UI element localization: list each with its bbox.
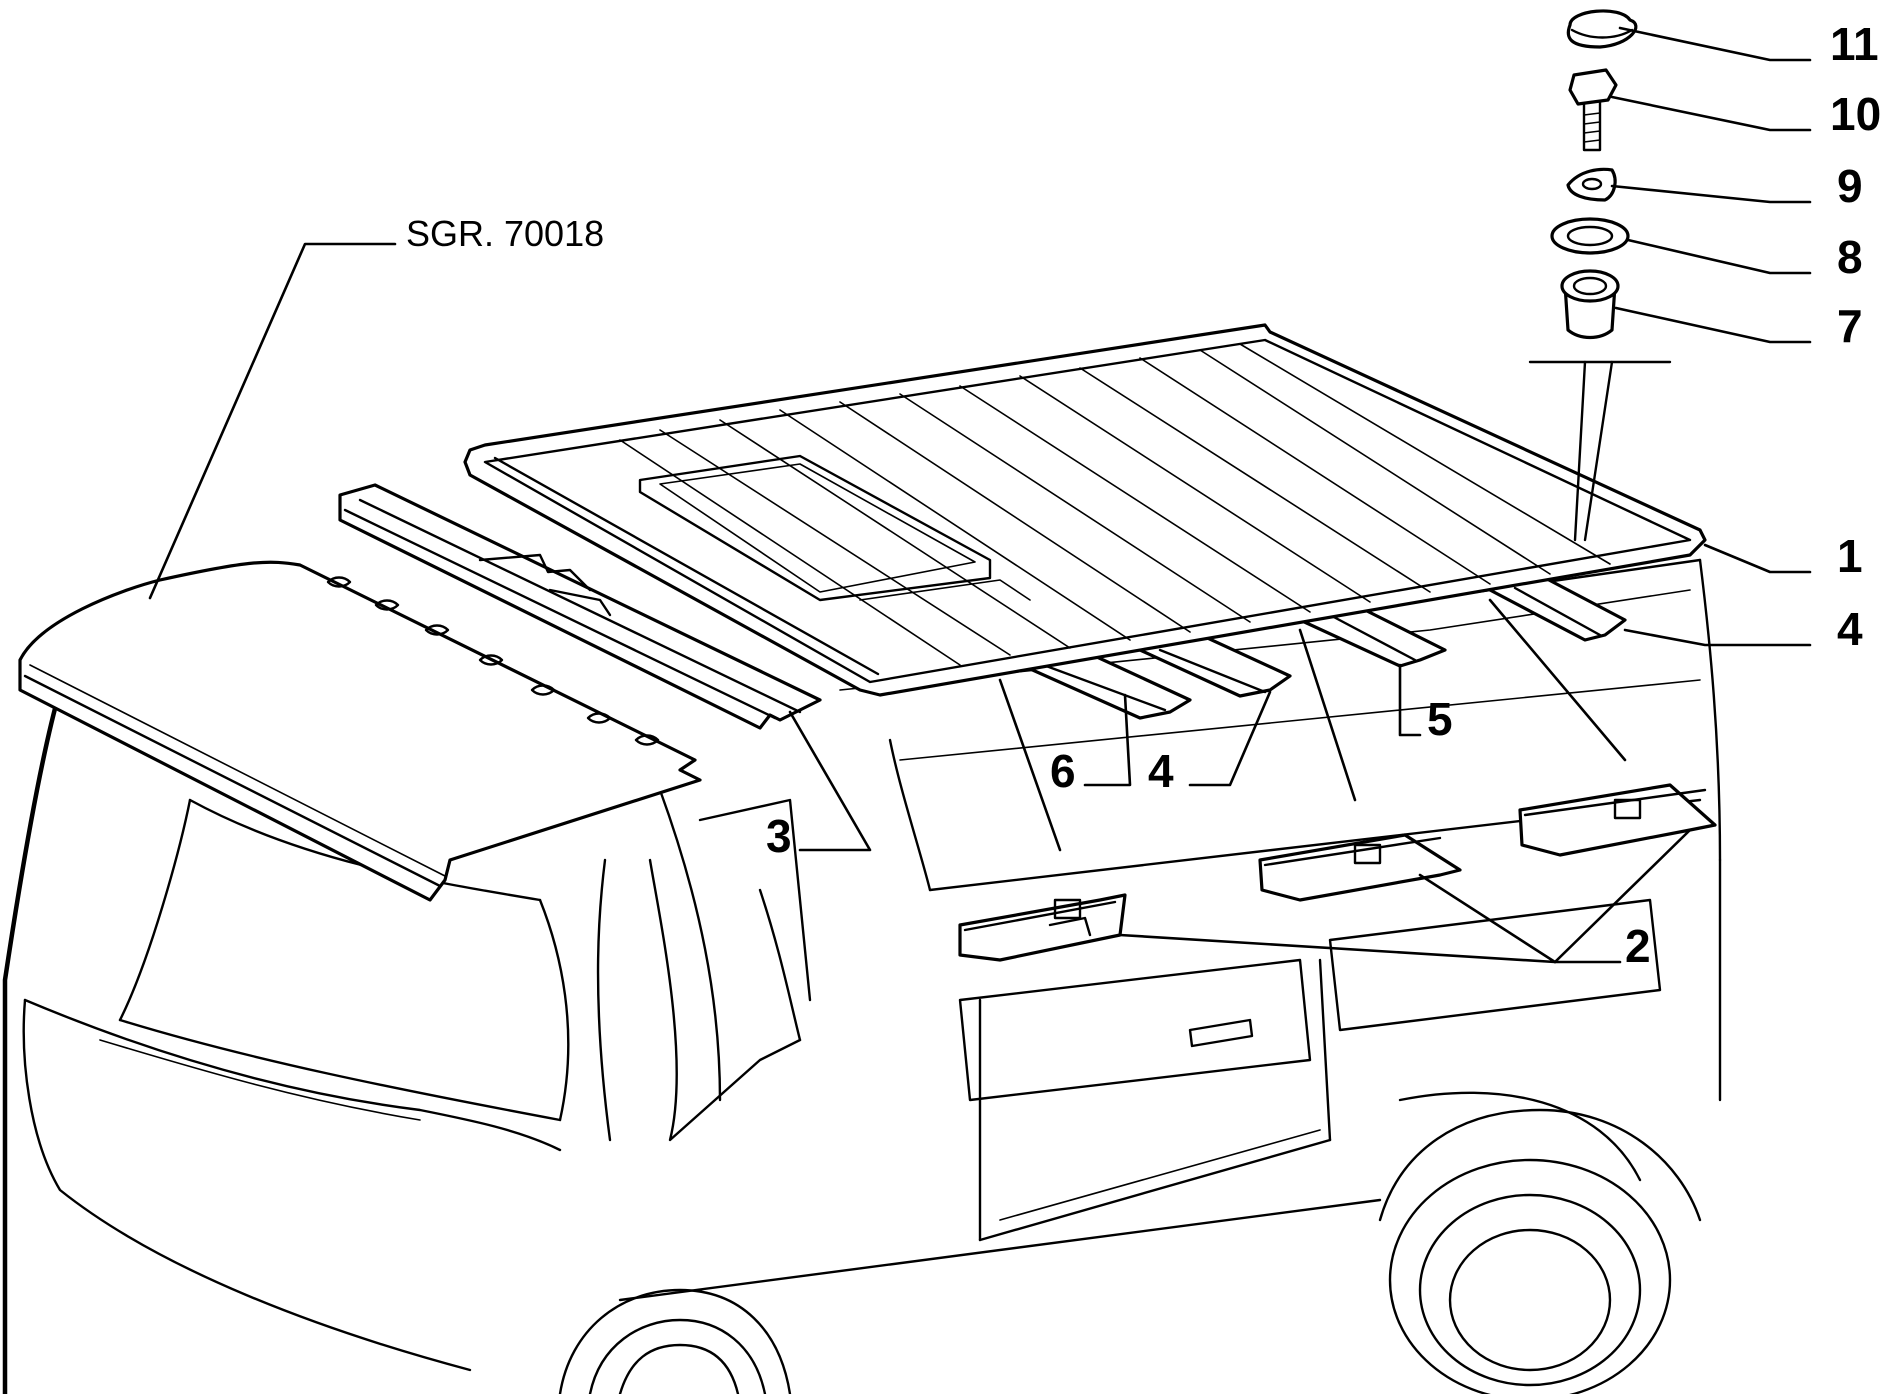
callout-5: 5 bbox=[1427, 693, 1453, 745]
callout-7: 7 bbox=[1837, 300, 1863, 352]
callout-4-right: 4 bbox=[1837, 603, 1863, 655]
fastener-stack bbox=[1528, 9, 1672, 542]
callout-6: 6 bbox=[1050, 745, 1076, 797]
front-cross-member bbox=[338, 483, 822, 730]
main-roof-panel bbox=[463, 323, 1707, 697]
front-roof-panel bbox=[18, 560, 702, 902]
callout-9: 9 bbox=[1837, 160, 1863, 212]
callout-4-left: 4 bbox=[1148, 745, 1174, 797]
callout-10: 10 bbox=[1830, 88, 1881, 140]
callout-8: 8 bbox=[1837, 231, 1863, 283]
callout-2: 2 bbox=[1625, 920, 1651, 972]
mounting-brackets bbox=[958, 783, 1717, 962]
leader-lines bbox=[148, 26, 1812, 964]
subgroup-reference-label: SGR. 70018 bbox=[406, 213, 604, 254]
callout-1: 1 bbox=[1837, 530, 1863, 582]
callout-11: 11 bbox=[1830, 18, 1879, 70]
callout-3: 3 bbox=[766, 810, 792, 862]
panel-clips bbox=[326, 576, 660, 746]
